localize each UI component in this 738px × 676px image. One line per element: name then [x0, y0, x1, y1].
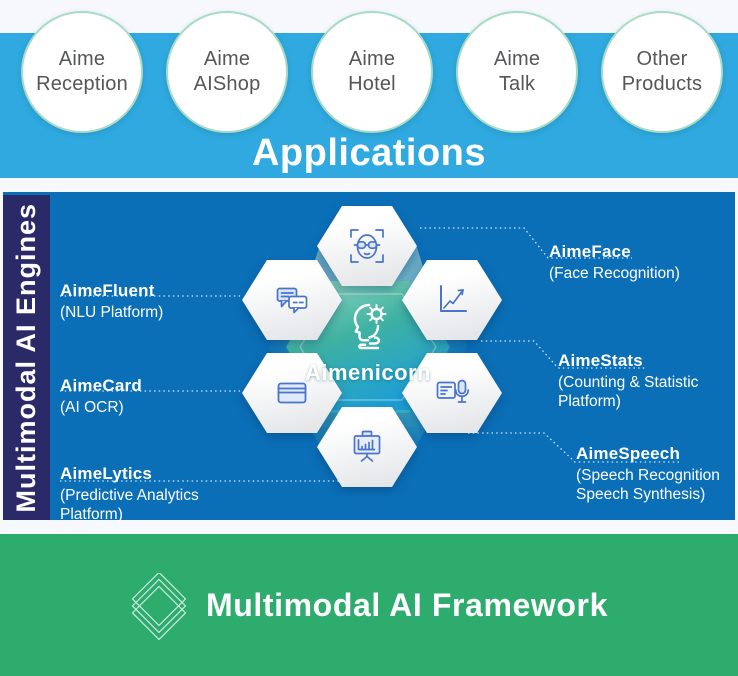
engine-name: AimeFace — [549, 242, 631, 261]
hexagon-card — [242, 353, 342, 433]
engine-desc: (Speech Recognition Speech Synthesis) — [576, 467, 720, 503]
app-circle-label: Other Products — [621, 48, 703, 95]
label-aimelytics: AimeLytics (Predictive Analytics Platfor… — [60, 465, 199, 524]
chat-bubbles-icon — [272, 280, 312, 320]
layered-diamond-icon — [130, 573, 188, 651]
app-circle-aime-hotel: Aime Hotel — [311, 11, 433, 133]
engines-section: Multimodal AI Engines — [0, 192, 738, 523]
hexagon-lytics — [317, 407, 417, 487]
growth-chart-icon — [432, 280, 472, 320]
app-circle-aime-talk: Aime Talk — [456, 11, 578, 133]
engine-desc: (Counting & Statistic Platform) — [558, 374, 699, 410]
app-circle-label: Aime Reception — [36, 48, 128, 95]
hexagon-fluent — [242, 260, 342, 340]
app-circle-aime-aishop: Aime AIShop — [166, 11, 288, 133]
face-recognition-icon — [347, 226, 387, 266]
engine-desc: (Predictive Analytics Platform) — [60, 487, 199, 523]
engine-name: AimeFluent — [60, 281, 155, 300]
engines-sidebar-label: Multimodal AI Engines — [11, 202, 41, 513]
label-aimecard: AimeCard (AI OCR) — [60, 377, 142, 417]
label-aimespeech: AimeSpeech (Speech Recognition Speech Sy… — [576, 445, 720, 504]
engine-name: AimeStats — [558, 351, 643, 370]
speech-mic-icon — [432, 373, 472, 413]
engine-name: AimeLytics — [60, 464, 153, 483]
engines-sidebar: Multimodal AI Engines — [3, 195, 50, 520]
hexagon-face — [317, 206, 417, 286]
app-circle-aime-reception: Aime Reception — [21, 11, 143, 133]
app-circle-label: Aime Talk — [493, 48, 541, 95]
engine-name: AimeCard — [60, 376, 142, 395]
head-gear-icon — [345, 300, 391, 352]
engine-desc: (NLU Platform) — [60, 304, 164, 321]
applications-title: Applications — [251, 132, 487, 174]
presentation-chart-icon — [347, 427, 387, 467]
app-circle-other-products: Other Products — [601, 11, 723, 133]
label-aimestats: AimeStats (Counting & Statistic Platform… — [558, 352, 698, 411]
applications-section: Aime Reception Aime AIShop Aime Hotel Ai… — [0, 0, 738, 192]
hexagon-stats — [402, 260, 502, 340]
label-aimeface: AimeFace (Face Recognition) — [549, 243, 680, 283]
engine-desc: (Face Recognition) — [549, 265, 680, 282]
framework-title: Multimodal AI Framework — [205, 586, 608, 623]
label-aimefluent: AimeFluent (NLU Platform) — [60, 282, 163, 322]
engine-desc: (AI OCR) — [60, 399, 124, 416]
engine-name: AimeSpeech — [576, 444, 681, 463]
app-circle-label: Aime Hotel — [348, 48, 396, 95]
aimenicorn-label: Aimenicorn — [304, 360, 432, 385]
credit-card-icon — [272, 373, 312, 413]
app-circle-label: Aime AIShop — [193, 48, 261, 95]
framework-section: Multimodal AI Framework — [0, 534, 738, 676]
